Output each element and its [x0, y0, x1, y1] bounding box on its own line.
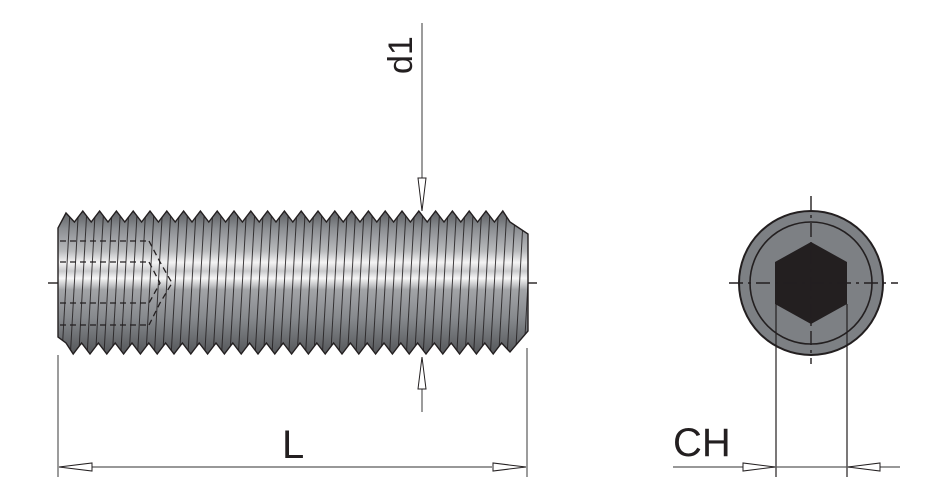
side-view: [48, 209, 537, 356]
end-view: [729, 196, 898, 364]
thread-lines: [61, 211, 528, 354]
l-label: L: [282, 423, 304, 467]
arrow-right-icon: [492, 462, 527, 472]
d1-label: d1: [382, 36, 420, 74]
arrow-left-icon: [847, 462, 881, 472]
arrow-down-icon: [417, 177, 427, 212]
hidden-socket-lines: [60, 240, 173, 326]
arrow-up-icon: [417, 356, 427, 390]
arrow-left-icon: [58, 462, 93, 472]
arrow-right-icon: [742, 462, 776, 472]
ch-label: CH: [673, 421, 731, 465]
ch-dimension: CH: [673, 304, 900, 477]
l-dimension: L: [57, 348, 528, 477]
d1-dimension: d1: [382, 23, 427, 412]
